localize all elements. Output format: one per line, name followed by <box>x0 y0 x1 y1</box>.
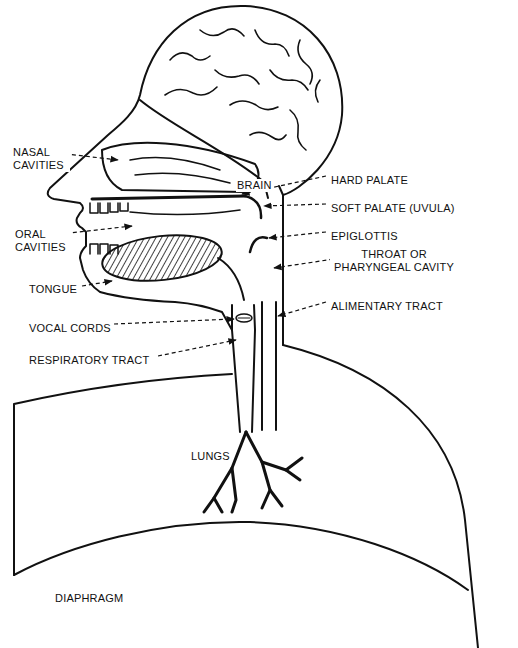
leader-line <box>82 281 112 286</box>
epiglottis-shape <box>250 237 267 252</box>
esophagus <box>262 302 276 430</box>
part-label: RESPIRATORY TRACT <box>28 354 150 367</box>
label-anchor: EPIGLOTTIS <box>330 226 399 244</box>
brain-fold <box>255 30 289 56</box>
hard-palate <box>92 196 245 199</box>
brain-fold <box>315 80 320 102</box>
upper-teeth <box>90 203 128 213</box>
leader-line <box>158 340 236 356</box>
part-label: TONGUE <box>28 283 78 296</box>
label-anchor: TONGUE <box>28 279 78 297</box>
bronchial-tree <box>204 432 302 512</box>
part-label: DIAPHRAGM <box>54 592 124 605</box>
part-label: EPIGLOTTIS <box>330 230 399 243</box>
vocal-cords-shape <box>236 314 252 322</box>
label-anchor: HARD PALATE <box>330 170 409 188</box>
trachea <box>232 305 255 432</box>
brain-fold <box>215 70 259 84</box>
soft-palate <box>245 196 261 218</box>
label-anchor: ALIMENTARY TRACT <box>330 296 444 314</box>
label-anchor: THROAT OR PHARYNGEAL CAVITY <box>330 248 458 275</box>
label-anchor: NASAL CAVITIES <box>12 146 70 173</box>
part-label: BRAIN <box>236 179 273 192</box>
brain-stem <box>279 186 283 195</box>
brain-fold <box>270 70 308 90</box>
nasal-turbinate <box>130 158 230 183</box>
oral-cavity-roof <box>130 210 240 215</box>
part-label: ALIMENTARY TRACT <box>330 300 444 313</box>
part-label: ORAL CAVITIES <box>14 228 72 254</box>
label-anchor: RESPIRATORY TRACT <box>28 350 150 368</box>
bronchus <box>270 490 282 506</box>
diaphragm-dome <box>14 522 468 590</box>
label-anchor: SOFT PALATE (UVULA) <box>330 198 456 216</box>
part-label: LUNGS <box>190 450 231 463</box>
bronchus <box>232 468 236 512</box>
label-anchor: BRAIN <box>236 175 273 193</box>
part-label: SOFT PALATE (UVULA) <box>330 202 456 215</box>
brain-folds <box>165 29 320 150</box>
label-anchor: ORAL CAVITIES <box>14 228 72 255</box>
label-anchor: LUNGS <box>190 446 231 464</box>
back-outline <box>283 345 478 648</box>
bronchus <box>286 470 300 480</box>
label-anchor: DIAPHRAGM <box>54 588 124 606</box>
leader-line <box>278 302 326 316</box>
bronchus <box>204 432 246 512</box>
brain-fold <box>290 110 306 150</box>
brain-fold <box>230 101 278 110</box>
tongue-root <box>218 258 244 300</box>
leader-line <box>264 204 326 206</box>
brain-fold <box>298 40 312 84</box>
leader-line <box>114 319 234 324</box>
bronchus <box>246 432 302 470</box>
part-label: HARD PALATE <box>330 174 409 187</box>
chest-outline <box>14 374 232 575</box>
head-outline <box>48 6 343 330</box>
brain-fold <box>200 29 244 36</box>
brain-fold <box>250 132 286 139</box>
bronchus <box>214 498 222 512</box>
vocal-cords-slit <box>238 317 250 318</box>
part-label: VOCAL CORDS <box>28 322 112 335</box>
label-anchor: VOCAL CORDS <box>28 318 112 336</box>
leader-line <box>269 232 326 238</box>
brain-fold <box>170 53 210 60</box>
bronchus <box>262 462 270 508</box>
part-label: NASAL CAVITIES <box>12 146 70 172</box>
brain-fold <box>165 87 217 95</box>
pharynx-back-wall <box>282 195 284 345</box>
tongue-shape <box>100 230 224 286</box>
part-label: THROAT OR PHARYNGEAL CAVITY <box>330 248 458 274</box>
nasal-cavity <box>102 143 258 192</box>
